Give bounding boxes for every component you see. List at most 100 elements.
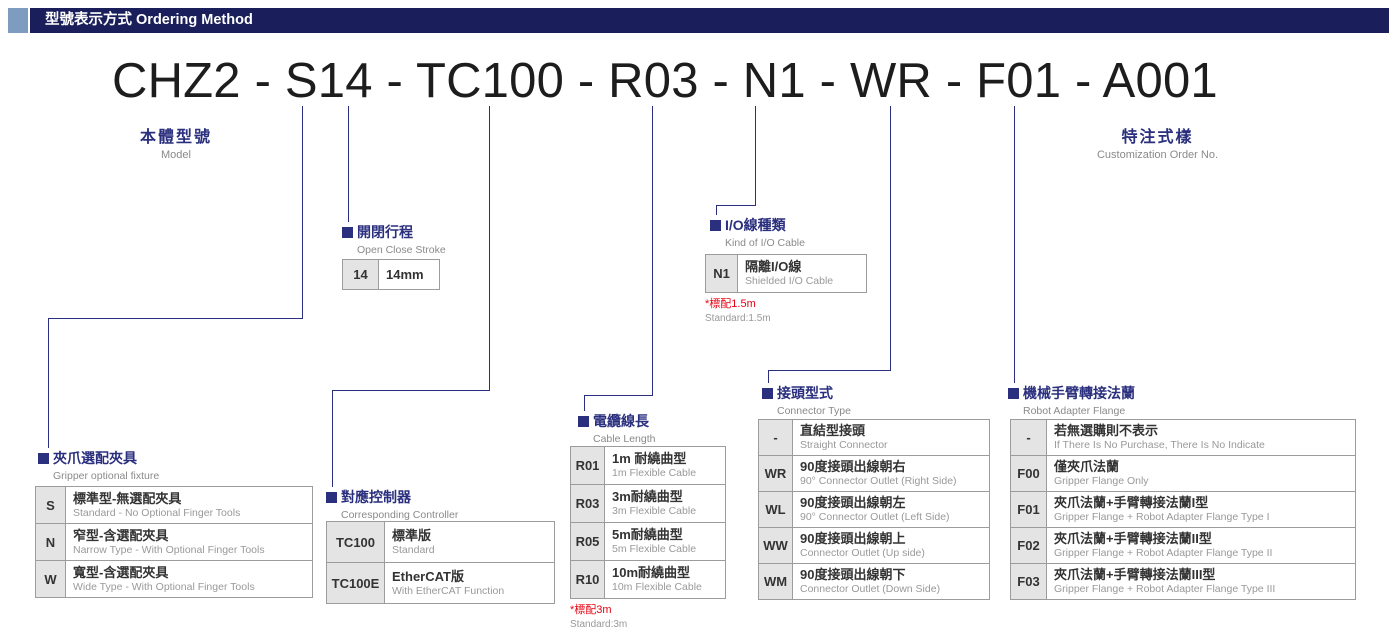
table-row: WR 90度接頭出線朝右 90° Connector Outlet (Right… [758, 455, 990, 492]
callout-line [768, 370, 891, 371]
option-code: N1 [705, 254, 738, 293]
header-accent-square [8, 8, 28, 33]
option-description: 直結型接頭 Straight Connector [792, 419, 990, 456]
option-code: R05 [570, 522, 605, 561]
option-code: - [1010, 419, 1047, 456]
option-code: F02 [1010, 527, 1047, 564]
callout-line [768, 370, 769, 383]
option-zh: 夾爪法蘭+手臂轉接法蘭III型 [1054, 567, 1216, 582]
option-en: Gripper Flange Only [1054, 475, 1149, 487]
io-standard-note: *標配1.5m Standard:1.5m [705, 295, 771, 324]
option-description: 90度接頭出線朝下 Connector Outlet (Down Side) [792, 563, 990, 600]
option-code: R01 [570, 446, 605, 485]
model-label: 本體型號 Model [108, 123, 244, 161]
table-row: W 寬型-含選配夾具 Wide Type - With Optional Fin… [35, 560, 313, 598]
callout-line [332, 390, 490, 391]
option-description: 10m耐繞曲型 10m Flexible Cable [604, 560, 726, 599]
callout-line [652, 106, 653, 395]
option-code: TC100E [326, 562, 385, 604]
section-title-zh: 夾爪選配夾具 [53, 450, 137, 466]
option-description: 標準版 Standard [384, 521, 555, 563]
option-description: 寬型-含選配夾具 Wide Type - With Optional Finge… [65, 560, 313, 598]
callout-line [489, 106, 490, 390]
table-row: F02 夾爪法蘭+手臂轉接法蘭II型 Gripper Flange + Robo… [1010, 527, 1356, 564]
connector-options-table: - 直結型接頭 Straight Connector WR 90度接頭出線朝右 … [758, 419, 990, 600]
option-code: F00 [1010, 455, 1047, 492]
option-zh: 僅夾爪法蘭 [1054, 459, 1120, 474]
option-code: R10 [570, 560, 605, 599]
option-code: - [758, 419, 793, 456]
option-en: 5m Flexible Cable [612, 543, 697, 555]
callout-line [302, 106, 303, 318]
table-row: WM 90度接頭出線朝下 Connector Outlet (Down Side… [758, 563, 990, 600]
option-zh: 5m耐繞曲型 [612, 527, 683, 542]
option-description: 窄型-含選配夾具 Narrow Type - With Optional Fin… [65, 523, 313, 561]
option-code: N [35, 523, 66, 561]
section-title-zh: 電纜線長 [593, 413, 649, 429]
table-row: N 窄型-含選配夾具 Narrow Type - With Optional F… [35, 523, 313, 561]
option-zh: EtherCAT版 [392, 568, 464, 584]
option-description: 1m 耐繞曲型 1m Flexible Cable [604, 446, 726, 485]
cable-note-en: Standard:3m [570, 619, 628, 630]
controller-options-table: TC100 標準版 Standard TC100E EtherCAT版 With… [326, 521, 555, 604]
callout-line [716, 205, 717, 215]
callout-line [332, 390, 333, 487]
callout-line [584, 395, 653, 396]
option-description: 僅夾爪法蘭 Gripper Flange Only [1046, 455, 1356, 492]
stroke-options-table: 14 14mm [342, 259, 440, 290]
option-zh: 標準型-無選配夾具 [73, 490, 182, 506]
option-description: 90度接頭出線朝右 90° Connector Outlet (Right Si… [792, 455, 990, 492]
flange-options-table: - 若無選購則不表示 If There Is No Purchase, Ther… [1010, 419, 1356, 600]
option-description: 90度接頭出線朝左 90° Connector Outlet (Left Sid… [792, 491, 990, 528]
table-row: R01 1m 耐繞曲型 1m Flexible Cable [570, 446, 726, 485]
option-en: With EtherCAT Function [392, 584, 505, 597]
cable-note-zh: *標配3m [570, 604, 612, 616]
cable-options-table: R01 1m 耐繞曲型 1m Flexible Cable R03 3m耐繞曲型… [570, 446, 726, 599]
customization-label-zh: 特注式樣 [1121, 129, 1194, 146]
option-zh: 90度接頭出線朝上 [800, 531, 906, 546]
option-zh: 夾爪法蘭+手臂轉接法蘭I型 [1054, 495, 1209, 510]
option-zh: 3m耐繞曲型 [612, 489, 683, 504]
option-code: 14 [342, 259, 379, 290]
option-en: Connector Outlet (Down Side) [800, 583, 941, 595]
option-zh: 夾爪法蘭+手臂轉接法蘭II型 [1054, 531, 1212, 546]
section-title-cable: 電纜線長 Cable Length [578, 411, 655, 445]
bullet-square-icon [578, 416, 589, 427]
option-en: 90° Connector Outlet (Right Side) [800, 475, 957, 487]
section-title-gripper: 夾爪選配夾具 Gripper optional fixture [38, 448, 159, 482]
option-zh: 直結型接頭 [800, 423, 866, 438]
customization-label: 特注式樣 Customization Order No. [1040, 123, 1275, 161]
section-title-zh: 對應控制器 [341, 489, 411, 505]
option-zh: 標準版 [392, 527, 432, 543]
customization-label-en: Customization Order No. [1096, 149, 1219, 161]
option-en: 10m Flexible Cable [612, 581, 702, 593]
option-en: Straight Connector [800, 439, 888, 451]
callout-line [890, 106, 891, 370]
option-code: TC100 [326, 521, 385, 563]
option-description: 夾爪法蘭+手臂轉接法蘭III型 Gripper Flange + Robot A… [1046, 563, 1356, 600]
section-title-en: Open Close Stroke [357, 244, 446, 256]
table-row: TC100 標準版 Standard [326, 521, 555, 563]
option-description: 夾爪法蘭+手臂轉接法蘭II型 Gripper Flange + Robot Ad… [1046, 527, 1356, 564]
option-zh: 窄型-含選配夾具 [73, 527, 169, 543]
section-title-stroke: 開閉行程 Open Close Stroke [342, 222, 446, 256]
option-en: 1m Flexible Cable [612, 467, 697, 479]
option-code: R03 [570, 484, 605, 523]
callout-line [48, 318, 49, 448]
bullet-square-icon [762, 388, 773, 399]
table-row: R10 10m耐繞曲型 10m Flexible Cable [570, 560, 726, 599]
option-code: F03 [1010, 563, 1047, 600]
section-title-zh: 接頭型式 [777, 385, 833, 401]
table-row: R05 5m耐繞曲型 5m Flexible Cable [570, 522, 726, 561]
table-row: - 若無選購則不表示 If There Is No Purchase, Ther… [1010, 419, 1356, 456]
option-description: 90度接頭出線朝上 Connector Outlet (Up side) [792, 527, 990, 564]
model-code-text: CHZ2 - S14 - TC100 - R03 - N1 - WR - F01… [112, 54, 1218, 108]
option-en: Wide Type - With Optional Finger Tools [73, 580, 255, 593]
callout-line [1014, 106, 1015, 383]
model-label-en: Model [161, 149, 191, 161]
option-en: Standard - No Optional Finger Tools [73, 506, 241, 519]
option-description: 夾爪法蘭+手臂轉接法蘭I型 Gripper Flange + Robot Ada… [1046, 491, 1356, 528]
table-row: 14 14mm [342, 259, 440, 290]
option-description: 14mm [378, 259, 440, 290]
io-note-en: Standard:1.5m [705, 313, 771, 324]
